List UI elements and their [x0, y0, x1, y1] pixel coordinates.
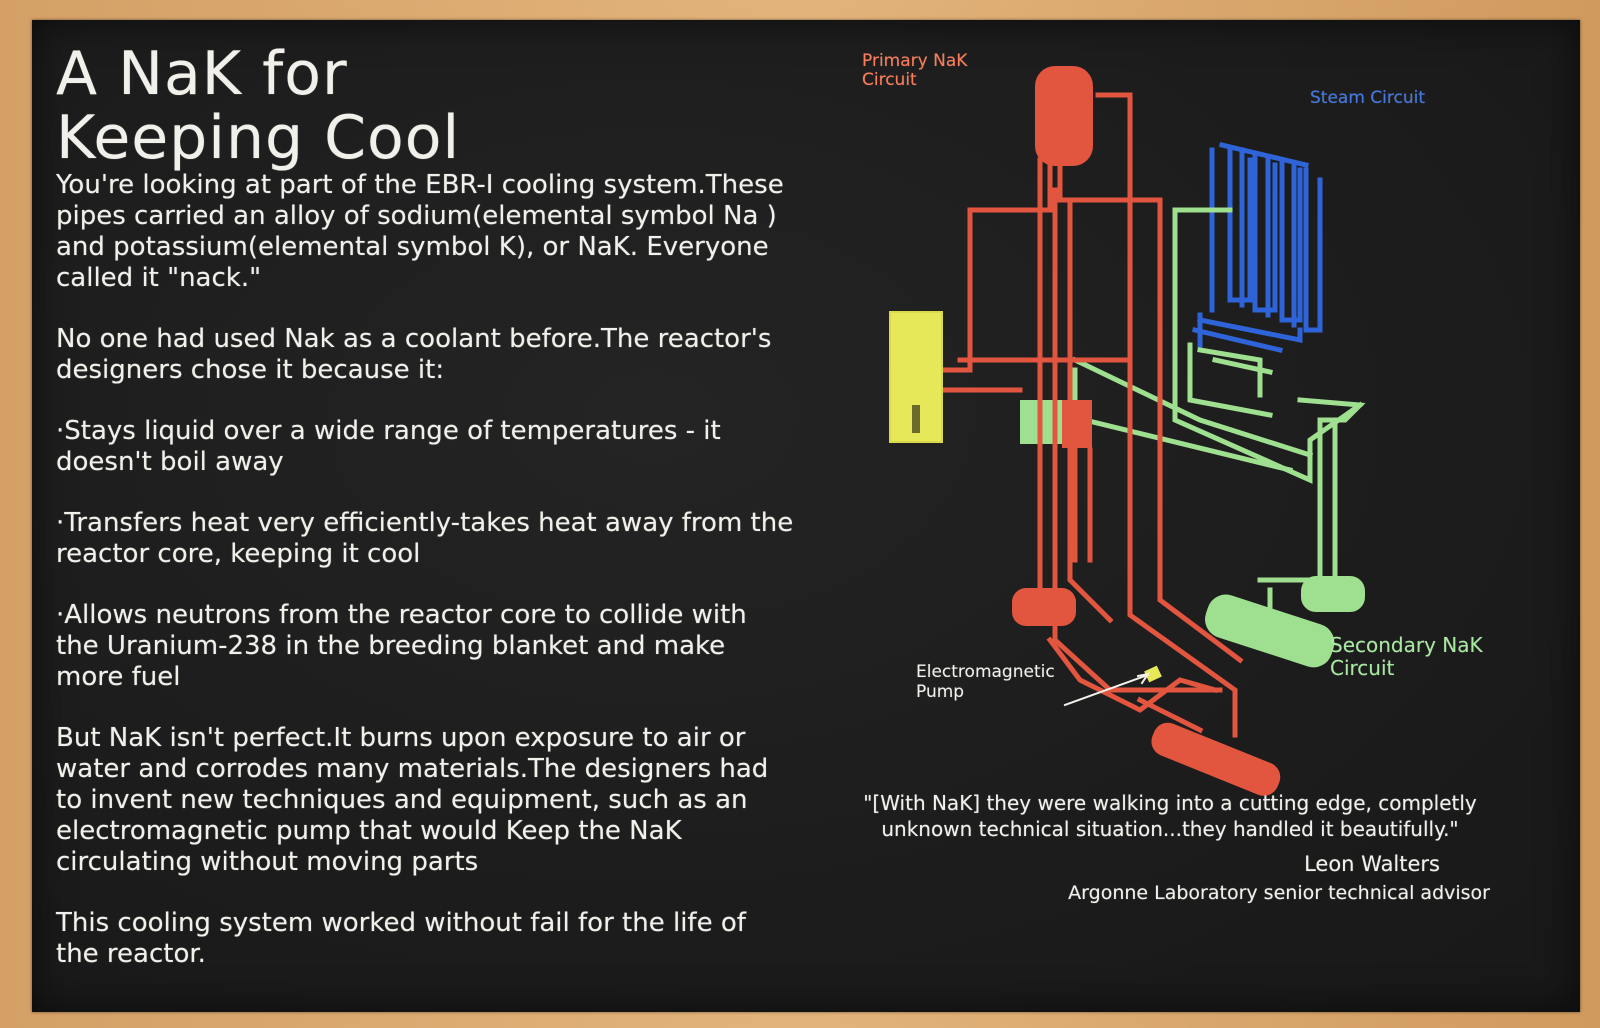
reason-paragraph: No one had used Nak as a coolant before.… — [56, 324, 772, 385]
bullet-liquid: ·Stays liquid over a wide range of tempe… — [56, 416, 721, 477]
primary-circuit-label: Primary NaK Circuit — [862, 51, 968, 90]
closing-paragraph: This cooling system worked without fail … — [56, 908, 746, 969]
pump-label: Electromagnetic Pump — [916, 662, 1055, 702]
quote-author: Leon Walters — [1304, 852, 1440, 876]
bullet-neutrons: ·Allows neutrons from the reactor core t… — [56, 600, 747, 692]
page-title: A NaK for Keeping Cool — [56, 39, 461, 173]
secondary-circuit-label: Secondary NaK Circuit — [1330, 633, 1483, 680]
intro-paragraph: You're looking at part of the EBR-I cool… — [56, 170, 784, 293]
bullet-heat-transfer: ·Transfers heat very efficiently-takes h… — [56, 508, 794, 569]
quote-author-role: Argonne Laboratory senior technical advi… — [1068, 882, 1490, 904]
body-text: You're looking at part of the EBR-I cool… — [56, 170, 796, 1000]
quote-text: "[With NaK] they were walking into a cut… — [863, 791, 1477, 841]
caveat-paragraph: But NaK isn't perfect.It burns upon expo… — [56, 723, 769, 877]
steam-circuit-label: Steam Circuit — [1310, 88, 1426, 108]
